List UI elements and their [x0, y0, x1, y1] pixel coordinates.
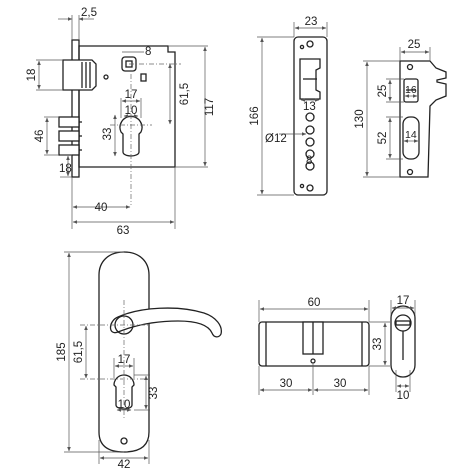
dim-faceplate-height: 166: [249, 106, 261, 125]
dim-backset: 40: [95, 202, 108, 214]
lock-body-view: 2,5 18 8 61,5 117 17 10 33 46: [26, 7, 216, 237]
strike-plate-view: 25 130 25 16 52 14: [354, 39, 447, 178]
dim-faceplate-slot: 13: [303, 101, 316, 113]
dim-handle-cylinder-small: 10: [118, 399, 131, 411]
cylinder-end-view: 17 10: [390, 295, 416, 402]
dim-cylinder-end-bottom: 10: [397, 390, 410, 402]
dim-bolts-bottom: 18: [59, 163, 72, 175]
dim-cylinder-small: 10: [125, 105, 138, 117]
dim-strike-bottom-slot-width: 14: [405, 129, 417, 141]
dim-hole: 8: [145, 46, 151, 58]
dim-cylinder-left: 30: [280, 378, 293, 390]
faceplate-view: 23 166 13 Ø12 8: [249, 16, 328, 196]
dim-strike-bottom-slot-height: 52: [377, 132, 389, 145]
dim-cylinder-width: 17: [125, 89, 138, 101]
dim-strike-top-slot-width: 16: [405, 84, 417, 96]
handle-view: 185 61,5 17 10 33 42: [56, 251, 222, 471]
dim-cylinder-height: 33: [102, 128, 114, 141]
dim-body-height: 117: [204, 98, 216, 116]
dim-faceplate-hole: Ø12: [265, 133, 287, 145]
dim-strike-height: 130: [354, 109, 366, 128]
dim-backset-vertical: 61,5: [179, 83, 191, 105]
dim-bolts-height: 46: [34, 130, 46, 143]
dim-cylinder-right: 30: [334, 378, 347, 390]
dim-cylinder-end-width: 17: [397, 295, 410, 307]
dim-handle-cylinder-height: 33: [148, 387, 160, 400]
dim-cylinder-length: 60: [308, 297, 321, 309]
dim-faceplate-bottom: 8: [306, 155, 312, 167]
dim-offset-top: 2,5: [81, 7, 97, 19]
dim-handle-height: 185: [56, 342, 68, 361]
dim-latch-height: 18: [26, 69, 38, 82]
dim-handle-width: 42: [118, 459, 131, 471]
dim-handle-axis: 61,5: [73, 341, 85, 363]
dim-body-width: 63: [117, 225, 130, 237]
dim-handle-cylinder-width: 17: [118, 354, 131, 366]
cylinder-view: 60 33 30 30: [258, 297, 390, 395]
dim-strike-width: 25: [408, 39, 421, 51]
dim-cylinder-body-height: 33: [372, 338, 384, 351]
dim-strike-top-slot-height: 25: [377, 85, 389, 98]
dim-faceplate-width: 23: [305, 16, 318, 28]
